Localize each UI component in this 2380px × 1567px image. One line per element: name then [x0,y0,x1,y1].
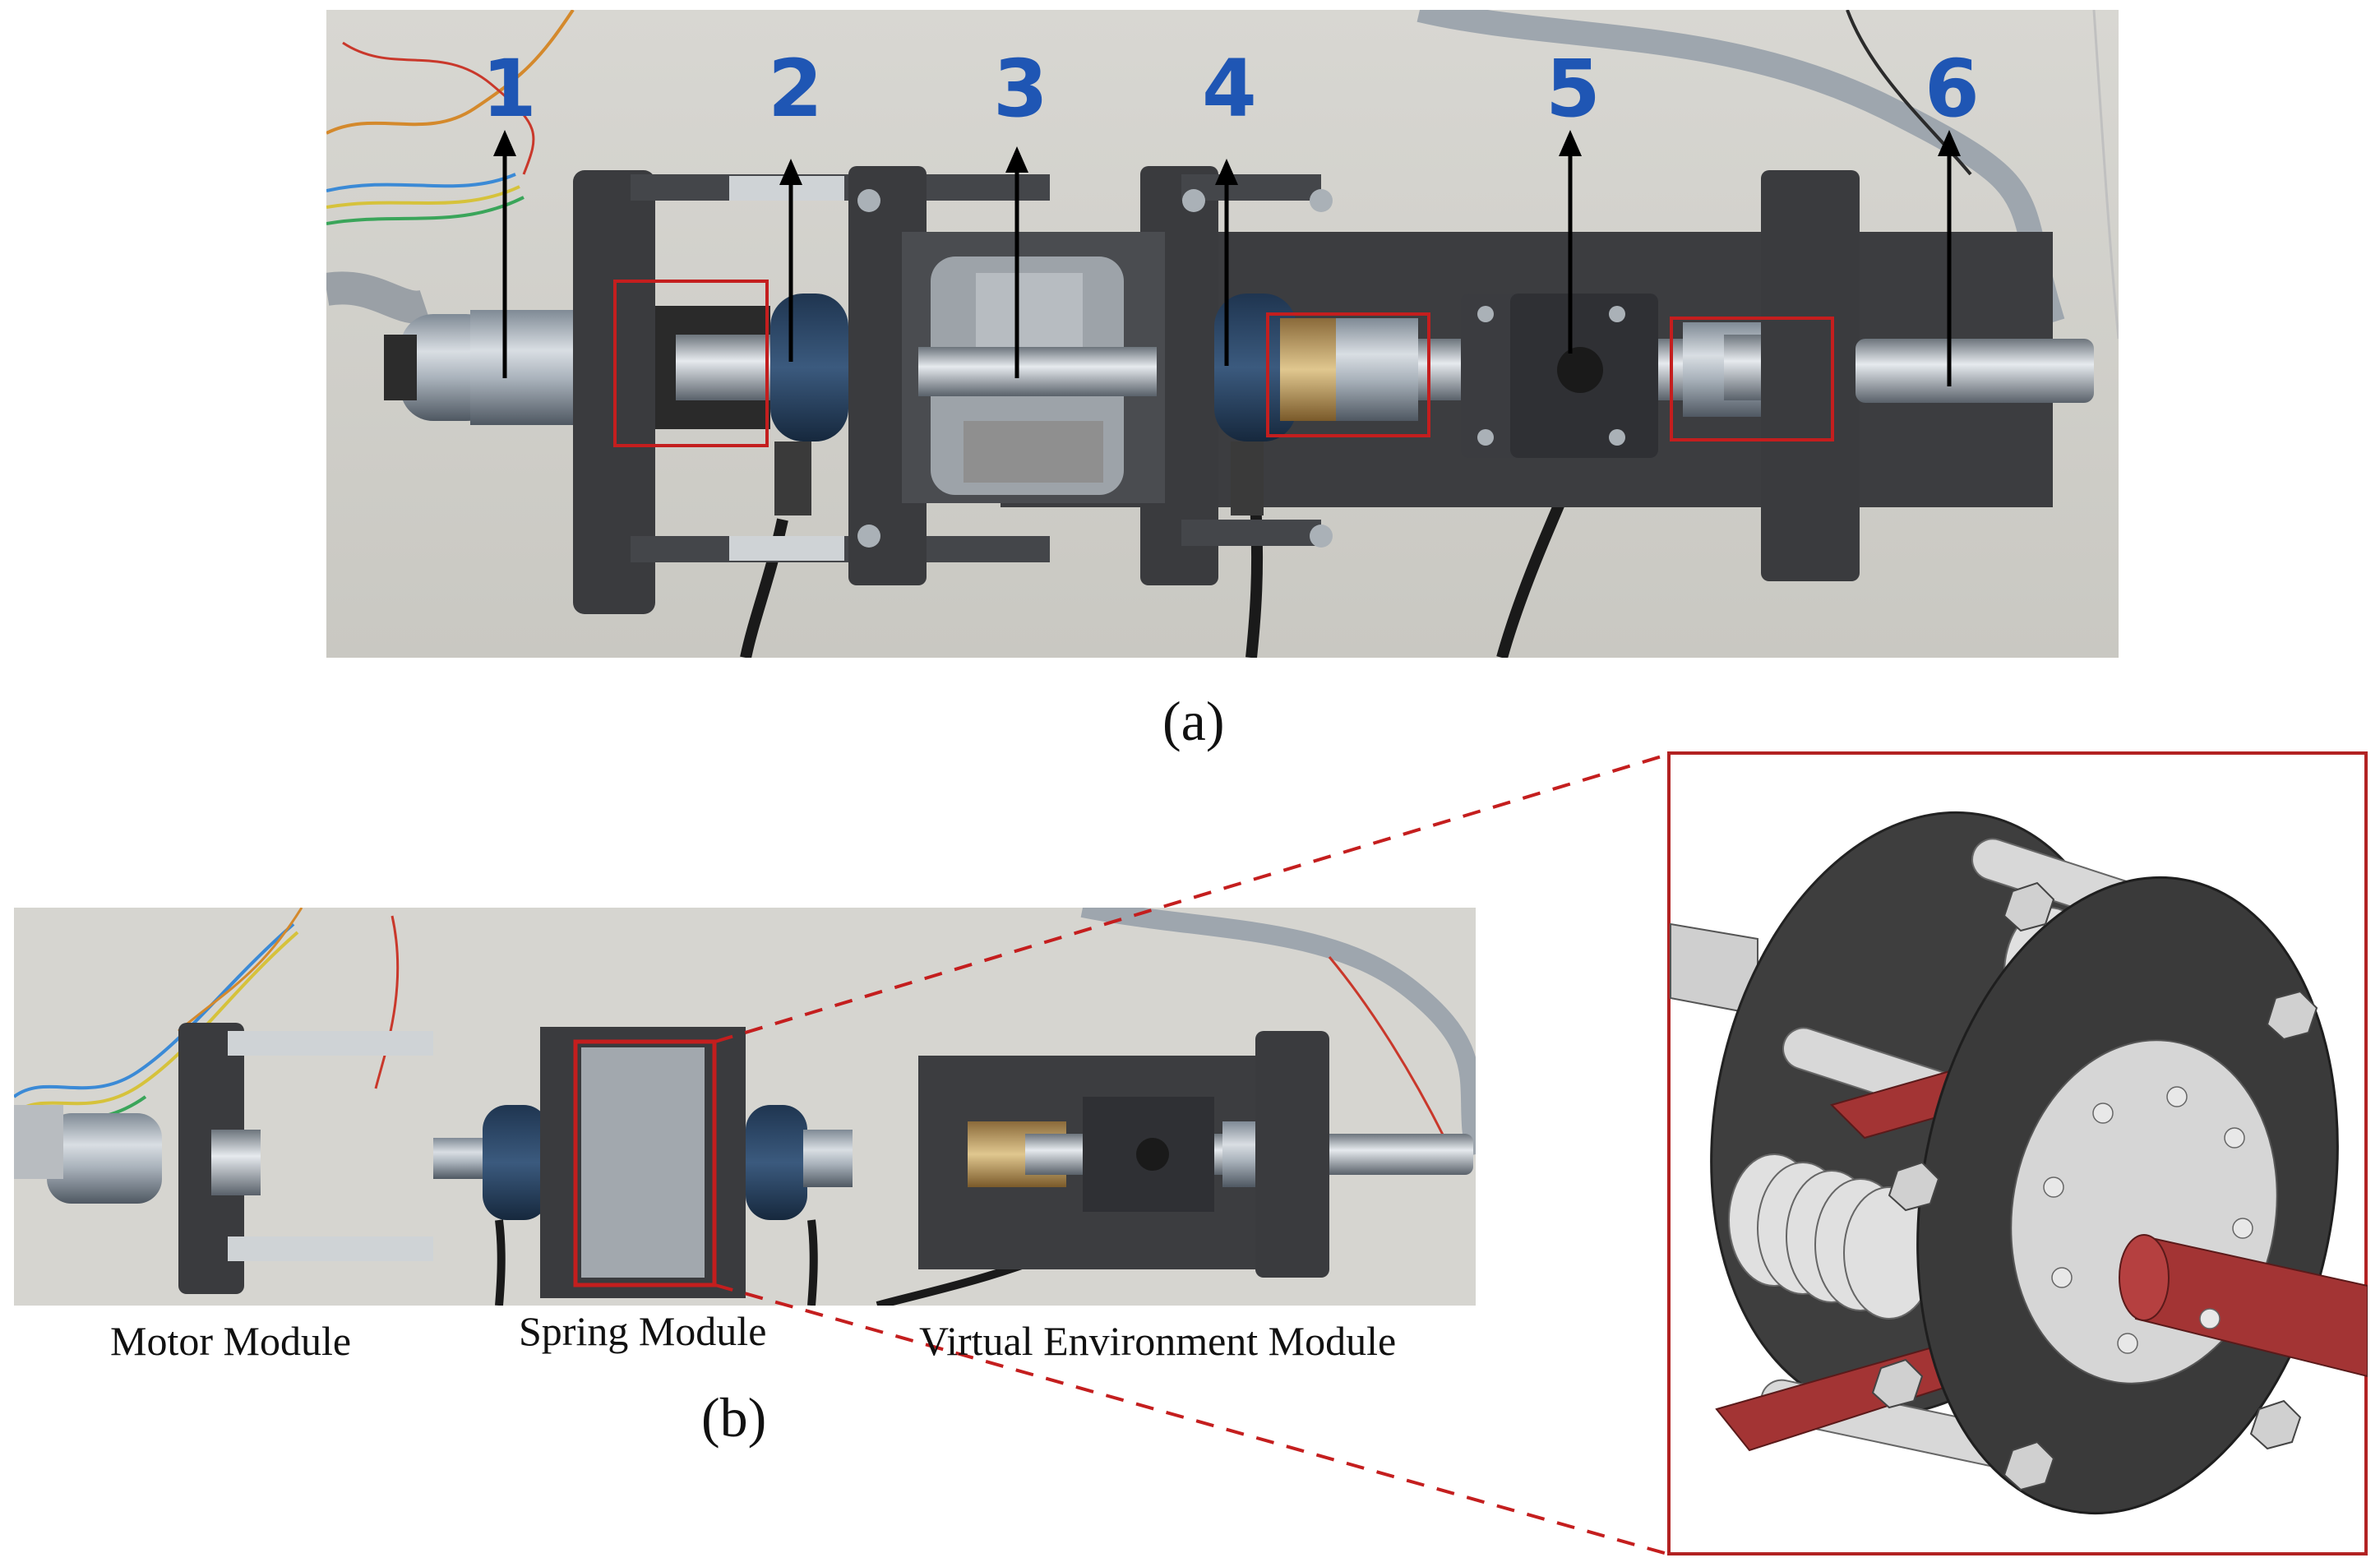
callouts-a [493,130,1961,386]
callout-arrow-6 [1938,130,1961,386]
callout-label-2: 2 [768,43,823,135]
callout-label-1: 1 [482,43,537,135]
highlight-box-coupling-6 [1670,317,1834,441]
highlight-boxes-a [613,280,1834,447]
callout-arrow-4 [1215,159,1238,366]
inset-cad-spring-module [1667,751,2368,1555]
module-label-virtual-environment: Virtual Environment Module [919,1318,1397,1364]
highlight-box-coupling-4 [1266,312,1430,437]
highlight-box-spring-module [573,1039,717,1287]
callout-arrow-1 [493,130,516,378]
photo-a-assembled-rig [326,10,2119,658]
callout-label-4: 4 [1202,43,1257,135]
highlight-box-coupling-2 [613,280,769,447]
callout-arrow-5 [1559,130,1582,354]
caption-a: (a) [1162,690,1225,752]
callout-arrow-3 [1005,146,1028,378]
photo-b-modules [14,908,1476,1306]
module-label-spring: Spring Module [519,1308,767,1354]
callout-label-6: 6 [1925,43,1980,135]
caption-b: (b) [701,1386,767,1449]
callout-label-5: 5 [1546,43,1601,135]
module-label-motor: Motor Module [110,1318,352,1364]
callout-label-3: 3 [993,43,1048,135]
callout-arrow-2 [779,159,802,362]
